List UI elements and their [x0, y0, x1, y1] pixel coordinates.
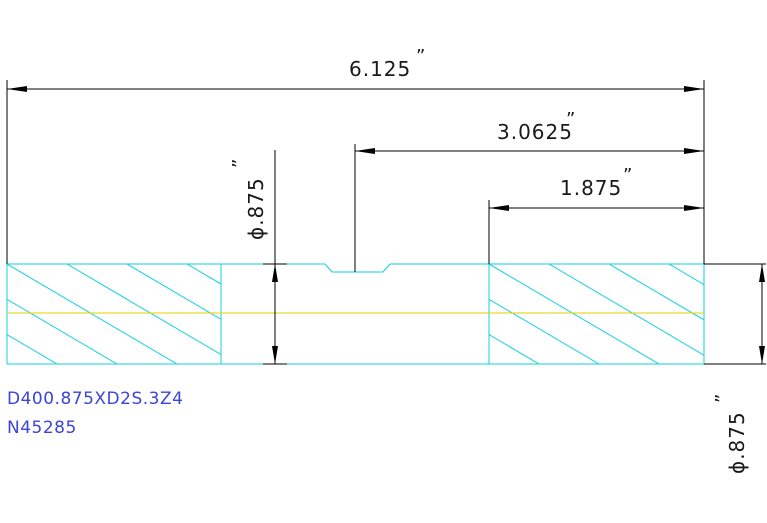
dim-bore-diameter-value: ϕ.875	[244, 177, 268, 240]
part-number-note: N45285	[7, 418, 77, 438]
dim-overall-length-value: 6.125	[349, 57, 411, 81]
inch-mark: ”	[623, 165, 632, 186]
part-outline	[6, 263, 705, 365]
part-code-note: D400.875XD2S.3Z4	[7, 389, 183, 409]
hatch-right	[489, 264, 704, 364]
dim-hatch-length: 1.875 ”	[488, 165, 704, 264]
dim-hatch-length-value: 1.875	[560, 176, 622, 200]
hatch-left	[7, 264, 221, 364]
inch-mark: ”	[712, 394, 733, 403]
dim-center-to-end: 3.0625 ”	[354, 109, 704, 272]
inch-mark: ”	[416, 46, 425, 67]
dim-overall-length: 6.125 ”	[6, 46, 705, 264]
inch-mark: ”	[229, 159, 250, 168]
dim-outer-diameter-value: ϕ.875	[725, 411, 749, 474]
inch-mark: ”	[566, 109, 575, 130]
dim-bore-diameter: ϕ.875 ”	[229, 150, 287, 365]
dim-outer-diameter: ϕ.875 ”	[704, 263, 766, 474]
dim-center-to-end-value: 3.0625	[497, 120, 573, 144]
